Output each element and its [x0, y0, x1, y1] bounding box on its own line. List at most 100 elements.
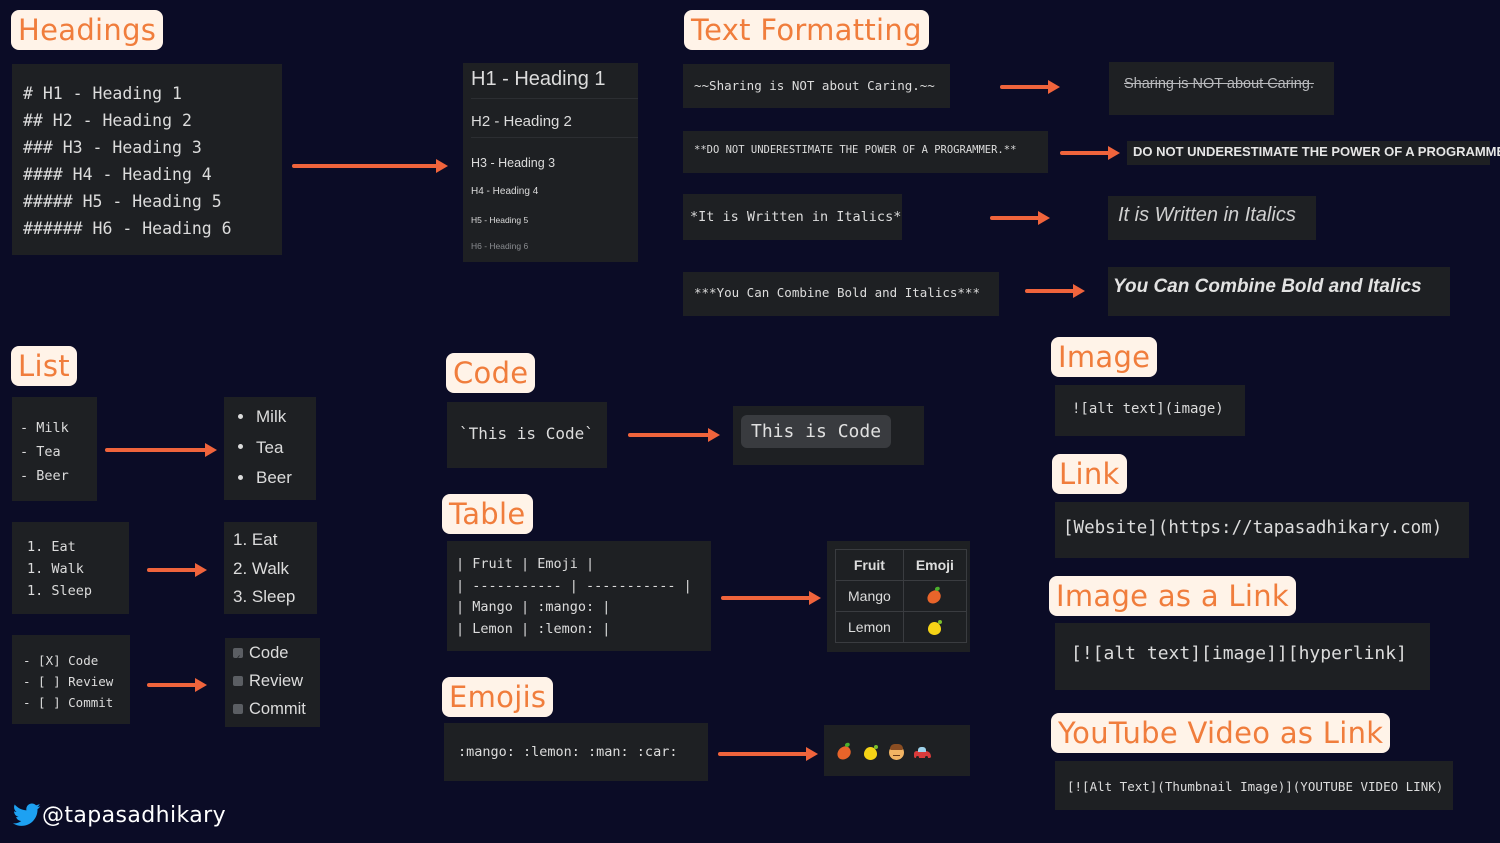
- arrow-icon: [147, 678, 207, 692]
- ordered-list-rendered-box: 1. Eat 2. Walk 3. Sleep: [224, 522, 317, 614]
- code-markdown: `This is Code`: [459, 424, 594, 443]
- section-title-code: Code: [446, 353, 536, 393]
- headings-markdown-line: ##### H5 - Heading 5: [23, 192, 222, 211]
- arrow-icon: [1000, 80, 1060, 94]
- italic-rendered-box: It is Written in Italics: [1108, 196, 1316, 240]
- youtube-markdown: [![Alt Text](Thumbnail Image)](YOUTUBE V…: [1067, 779, 1444, 794]
- link-markdown[interactable]: [Website](https://tapasadhikary.com): [1063, 518, 1443, 538]
- man-icon: [888, 744, 905, 761]
- twitter-handle[interactable]: @tapasadhikary: [42, 802, 227, 828]
- bold-italic-markdown-box: ***You Can Combine Bold and Italics***: [683, 272, 999, 316]
- unordered-list-markdown-box: - Milk - Tea - Beer: [12, 397, 97, 501]
- list-markdown-line: - [ ] Commit: [23, 695, 114, 710]
- section-title-list: List: [11, 346, 77, 386]
- table-markdown-line: | Fruit | Emoji |: [456, 556, 595, 572]
- section-title-link: Link: [1052, 454, 1127, 494]
- youtube-markdown-box: [![Alt Text](Thumbnail Image)](YOUTUBE V…: [1055, 761, 1453, 810]
- table-cell: [902, 611, 967, 643]
- headings-markdown-line: ## H2 - Heading 2: [23, 111, 192, 130]
- lemon-icon: [862, 744, 879, 761]
- italic-markdown: *It is Written in Italics*: [690, 209, 902, 225]
- table-row: Mango: [835, 580, 967, 612]
- bold-italic-markdown: ***You Can Combine Bold and Italics***: [694, 285, 980, 300]
- checkbox-icon[interactable]: [233, 675, 243, 686]
- rendered-h6: H6 - Heading 6: [471, 241, 529, 251]
- list-item: Beer: [224, 463, 316, 494]
- list-item: 3. Sleep: [233, 587, 296, 606]
- table-row: Lemon: [835, 611, 967, 643]
- checkbox-checked-icon[interactable]: [233, 644, 243, 672]
- footer-handle-row[interactable]: @tapasadhikary: [13, 800, 226, 830]
- inline-code: This is Code: [741, 415, 892, 448]
- car-icon: [914, 744, 931, 761]
- arrow-icon: [1060, 146, 1120, 160]
- list-markdown-line: - Beer: [20, 468, 69, 484]
- section-title-youtube: YouTube Video as Link: [1051, 713, 1391, 753]
- table-markdown-line: | Mango | :mango: |: [456, 599, 611, 615]
- list-markdown-line: 1. Walk: [27, 561, 84, 577]
- table-cell: Lemon: [835, 611, 904, 643]
- italic-markdown-box: *It is Written in Italics*: [683, 194, 902, 240]
- section-title-image: Image: [1051, 337, 1158, 377]
- headings-markdown-line: ### H3 - Heading 3: [23, 138, 202, 157]
- emojis-markdown: :mango: :lemon: :man: :car:: [458, 744, 678, 760]
- task-label: Commit: [249, 700, 306, 718]
- rendered-h3: H3 - Heading 3: [471, 156, 556, 170]
- emojis-markdown-box: :mango: :lemon: :man: :car:: [444, 723, 708, 781]
- image-link-markdown-box: [![alt text][image]][hyperlink]: [1055, 623, 1430, 690]
- headings-markdown-line: ###### H6 - Heading 6: [23, 219, 232, 238]
- list-markdown-line: 1. Eat: [27, 539, 76, 555]
- list-item: 2. Walk: [233, 558, 290, 578]
- image-markdown-box: ![alt text](image): [1055, 385, 1245, 436]
- table-header: Fruit: [835, 549, 904, 581]
- italic-rendered: It is Written in Italics: [1118, 204, 1296, 226]
- lemon-icon: [926, 619, 943, 636]
- code-markdown-box: `This is Code`: [447, 402, 607, 468]
- table-markdown-box: | Fruit | Emoji | | ----------- | ------…: [447, 541, 711, 651]
- table-cell: Mango: [835, 580, 904, 612]
- task-label: Review: [249, 672, 304, 690]
- arrow-icon: [147, 563, 207, 577]
- bold-italic-rendered: You Can Combine Bold and Italics: [1113, 276, 1422, 297]
- emojis-rendered-box: [824, 725, 970, 776]
- arrow-icon: [105, 443, 217, 457]
- strike-rendered-box: Sharing is NOT about Caring.: [1109, 62, 1334, 115]
- table-markdown-line: | ----------- | ----------- |: [456, 577, 692, 594]
- headings-markdown-line: # H1 - Heading 1: [23, 84, 182, 103]
- checkbox-icon[interactable]: [233, 703, 243, 714]
- list-markdown-line: - Milk: [20, 420, 69, 436]
- task-item[interactable]: Code: [233, 639, 320, 672]
- task-item[interactable]: Review: [233, 667, 320, 695]
- bold-rendered-box: DO NOT UNDERESTIMATE THE POWER OF A PROG…: [1127, 141, 1500, 165]
- list-markdown-line: - [ ] Review: [23, 674, 114, 689]
- task-label: Code: [249, 644, 289, 662]
- headings-rendered-box: H1 - Heading 1 H2 - Heading 2 H3 - Headi…: [463, 63, 638, 262]
- list-markdown-line: - [X] Code: [23, 653, 99, 668]
- arrow-icon: [292, 159, 448, 173]
- bold-markdown: **DO NOT UNDERESTIMATE THE POWER OF A PR…: [694, 144, 1017, 156]
- arrow-icon: [990, 211, 1050, 225]
- arrow-icon: [721, 591, 821, 605]
- mango-icon: [925, 588, 944, 606]
- arrow-icon: [718, 747, 818, 761]
- list-item: Milk: [224, 402, 316, 433]
- section-title-headings: Headings: [11, 10, 164, 50]
- section-title-text-formatting: Text Formatting: [684, 10, 929, 50]
- task-list-rendered-box: Code Review Commit: [225, 638, 320, 727]
- table-cell: [902, 580, 967, 612]
- strike-markdown: ~~Sharing is NOT about Caring.~~: [694, 78, 935, 93]
- headings-markdown-box: # H1 - Heading 1 ## H2 - Heading 2 ### H…: [12, 64, 282, 255]
- bold-markdown-box: **DO NOT UNDERESTIMATE THE POWER OF A PR…: [683, 131, 1048, 173]
- task-list-markdown-box: - [X] Code - [ ] Review - [ ] Commit: [12, 635, 130, 724]
- table-markdown-line: | Lemon | :lemon: |: [456, 620, 611, 637]
- rendered-h1: H1 - Heading 1: [471, 63, 638, 99]
- list-item: 1. Eat: [233, 530, 278, 549]
- strike-markdown-box: ~~Sharing is NOT about Caring.~~: [683, 64, 950, 108]
- task-item[interactable]: Commit: [233, 695, 320, 723]
- mango-icon: [835, 744, 853, 762]
- section-title-table: Table: [442, 494, 533, 534]
- table-header: Emoji: [902, 549, 967, 581]
- list-markdown-line: - Tea: [20, 444, 61, 460]
- section-title-emojis: Emojis: [442, 677, 554, 717]
- link-markdown-box: [Website](https://tapasadhikary.com): [1055, 502, 1469, 558]
